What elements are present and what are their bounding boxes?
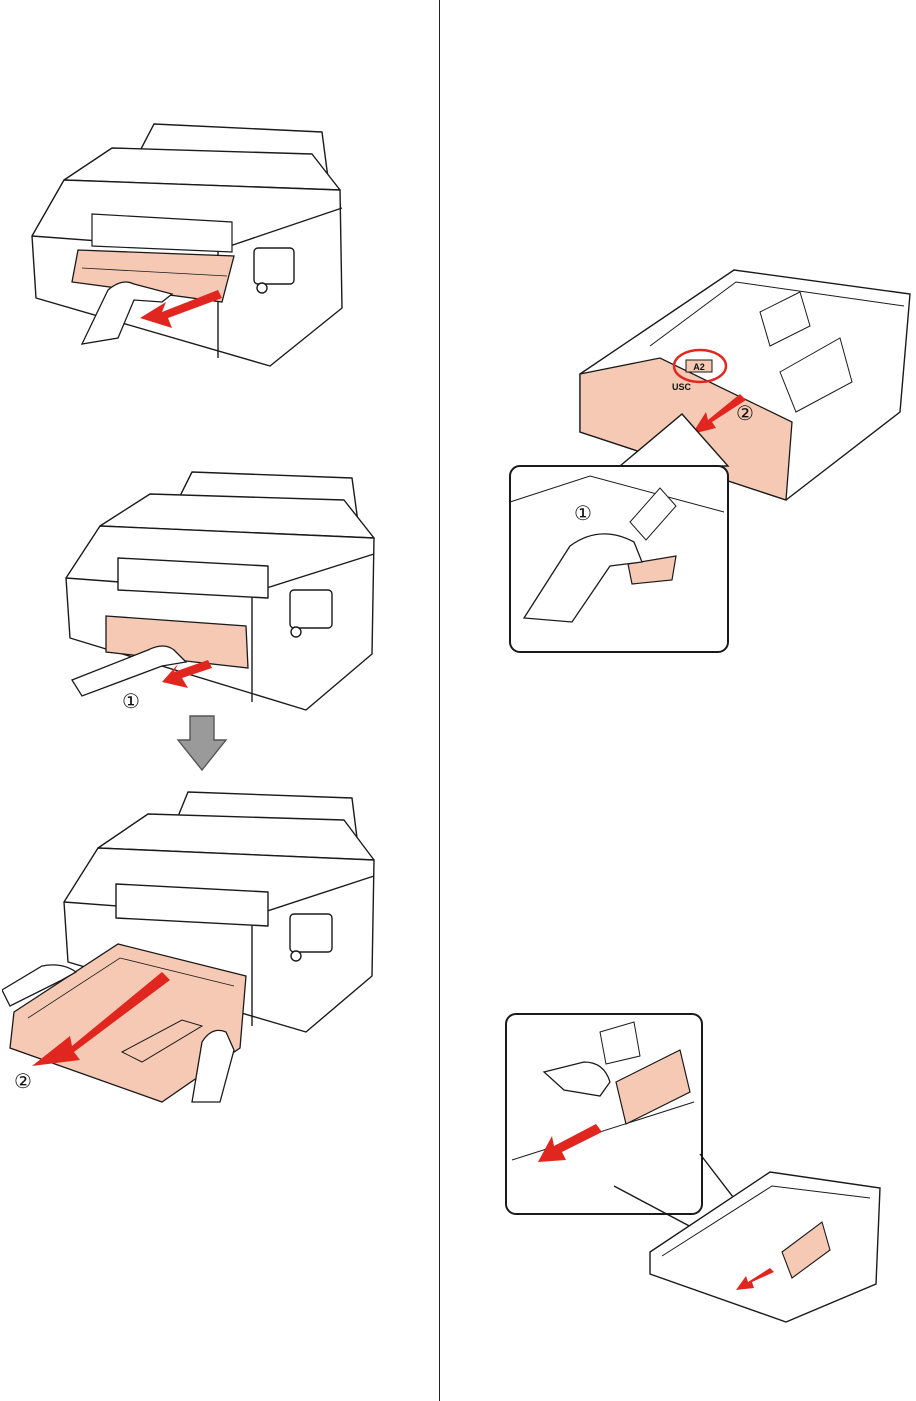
- callout-2: ②: [14, 1069, 32, 1093]
- cassette-size-select-illustration: A2 USC ② ①: [500, 262, 916, 658]
- printer-output-tray-illustration: [22, 118, 352, 374]
- printer-cassette-step2-illustration: ②: [2, 786, 382, 1106]
- printer-cassette-step1-illustration: ①: [62, 466, 378, 712]
- column-divider: [439, 0, 440, 1401]
- callout-1: ①: [122, 689, 140, 712]
- cassette-guide-slide-figure: [504, 1012, 884, 1324]
- size-label-usc: USC: [672, 382, 692, 392]
- cassette-guide-slide-illustration: [504, 1012, 884, 1324]
- printer-output-tray-figure: [22, 118, 352, 374]
- size-label-a2: A2: [693, 362, 705, 372]
- down-arrow-icon: [176, 714, 228, 772]
- printer-cassette-step1-figure: ①: [62, 466, 378, 712]
- printer-cassette-step2-figure: ②: [2, 786, 382, 1106]
- callout-2: ②: [736, 401, 754, 425]
- cassette-size-select-figure: A2 USC ② ①: [500, 262, 916, 658]
- callout-1: ①: [574, 501, 592, 525]
